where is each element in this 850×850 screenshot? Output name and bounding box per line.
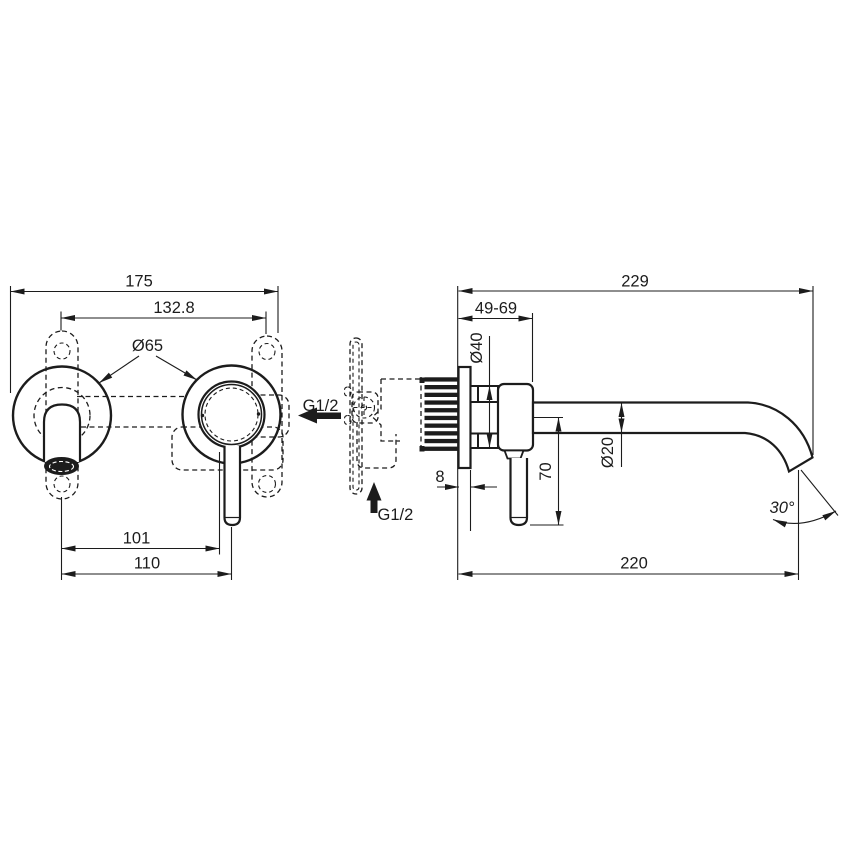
handle-lever-front [223,446,242,527]
flow-arrow-up-icon [366,482,382,501]
handle-lever-side [509,458,529,527]
handle-boss [197,380,266,449]
label-inlet-thread-bottom: G1/2 [378,506,414,524]
label-overall-width: 175 [125,273,153,291]
dim-spout-to-handle-outer: 110 [61,527,233,580]
inlet-thread-callout-front: G1/2 [298,397,341,424]
front-view: Ø65 175 132.8 101 110 [9,273,341,580]
dim-spout-to-handle: 101 [60,452,221,580]
label-escutcheon-diameter: Ø65 [132,337,163,355]
label-spout-diameter: Ø20 [599,437,617,468]
inlet-thread-callout-bottom: G1/2 [366,482,414,524]
label-spout-angle: 30° [770,499,795,517]
dim-hole-spacing: 132.8 [60,299,267,334]
label-spout-reach: 220 [620,555,648,573]
dim-rosette-diameter: Ø40 [468,332,493,448]
dim-overall-width: 175 [9,273,279,393]
spout-front [42,403,82,475]
concealed-valve-dashed [343,337,422,495]
label-spout-to-handle: 101 [123,530,151,548]
wall-plate [457,365,472,470]
label-total-depth: 229 [621,273,649,291]
lever-neck [503,449,525,460]
boss-screw-dot-left [200,413,205,418]
label-spout-to-handle-outer: 110 [134,555,160,573]
rough-in-valve-side: G1/2 [343,286,472,580]
label-rosette-diameter: Ø40 [468,332,486,363]
spout-side [531,401,814,474]
label-hole-spacing: 132.8 [153,299,194,317]
callout-escutcheon-diameter: Ø65 [98,337,198,384]
dim-wall-depth-range: 49-69 [458,300,534,382]
faucet-body-side [469,382,814,527]
label-wall-depth-range: 49-69 [475,300,517,318]
label-handle-length: 70 [537,462,555,480]
boss-screw-dot-right [256,412,261,416]
threaded-wall-section [419,377,458,452]
dim-total-depth: 229 [458,273,814,455]
dim-spout-angle: 30° [770,469,839,528]
dim-spout-diameter: Ø20 [599,403,625,468]
side-view: 229 49-69 Ø40 8 70 [435,273,839,580]
label-plate-thickness: 8 [435,468,444,486]
flow-arrow-left-icon [298,407,317,424]
dim-handle-length: 70 [530,416,564,526]
mixer-body [496,382,535,452]
dim-plate-thickness: 8 [435,468,497,531]
